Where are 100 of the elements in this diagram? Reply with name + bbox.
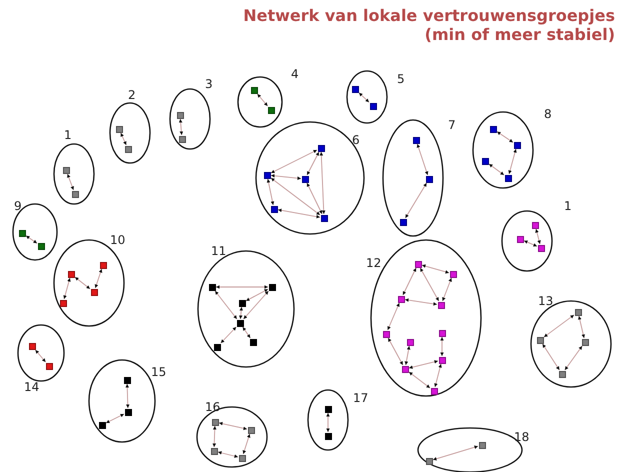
arrow (442, 278, 452, 302)
group-number: 8 (544, 107, 552, 121)
member-square (504, 174, 512, 182)
group-number: 4 (291, 67, 299, 81)
group-ellipse (197, 243, 295, 368)
group-number: 12 (366, 256, 382, 270)
arrow (178, 118, 184, 136)
member-square (324, 406, 332, 412)
arrow (270, 174, 302, 180)
member-square (46, 362, 52, 370)
member-square (478, 442, 486, 448)
member-square (426, 176, 432, 182)
arrow (508, 148, 517, 174)
arrow (564, 346, 583, 370)
arrow (326, 412, 330, 432)
group-number: 17 (353, 391, 368, 405)
member-square (250, 338, 256, 346)
arrow (524, 240, 538, 247)
arrow (26, 235, 38, 244)
arrow (256, 94, 268, 106)
member-square (68, 270, 74, 278)
group-number: 3 (205, 77, 213, 91)
member-square (426, 458, 432, 464)
member-square (320, 214, 328, 222)
group-number: 7 (448, 118, 456, 132)
arrow (106, 414, 124, 424)
member-square (212, 418, 218, 426)
arrow (220, 326, 237, 344)
member-square (574, 308, 582, 316)
member-square (124, 376, 130, 384)
arrow (214, 290, 238, 320)
group-ellipse (12, 198, 58, 261)
arrow (218, 422, 248, 430)
member-square (28, 342, 36, 350)
arrow (270, 150, 318, 174)
member-square (90, 288, 98, 296)
group-number: 2 (128, 88, 136, 102)
arrow (242, 434, 250, 454)
member-square (370, 102, 376, 110)
arrow (404, 182, 428, 218)
group-number: 11 (211, 244, 226, 258)
group-number: 15 (151, 365, 166, 379)
arrow (67, 174, 74, 190)
member-square (532, 222, 538, 228)
member-square (582, 338, 588, 346)
arrow (408, 360, 438, 369)
member-square (38, 242, 44, 250)
member-square (238, 300, 246, 306)
group-number: 18 (514, 430, 530, 444)
member-square (210, 448, 218, 454)
member-square (438, 356, 446, 364)
arrow (238, 306, 244, 320)
group-ellipse (109, 87, 151, 164)
arrow (434, 364, 442, 388)
member-square (238, 454, 246, 462)
group-number: 1 (564, 199, 572, 213)
member-square (438, 330, 446, 336)
member-square (318, 144, 324, 152)
member-square (324, 432, 332, 440)
arrow (243, 290, 269, 320)
group-number: 5 (397, 72, 405, 86)
member-square (268, 106, 274, 114)
arrow (440, 336, 444, 356)
arrow (422, 264, 450, 274)
member-square (236, 320, 244, 326)
arrow (420, 268, 440, 302)
arrow (63, 278, 71, 300)
arrow (496, 131, 514, 143)
arrow (266, 178, 274, 206)
group-number: 1 (64, 128, 72, 142)
member-square (430, 388, 438, 394)
member-square (558, 370, 566, 378)
arrow (320, 152, 326, 214)
member-square (536, 336, 544, 344)
chart-title: Netwerk van lokale vertrouwensgroepjes (min of meer stabiel) (242, 6, 615, 44)
group-number: 16 (205, 400, 220, 414)
member-square (352, 86, 358, 92)
member-square (482, 158, 488, 164)
member-square (100, 262, 106, 268)
member-square (250, 86, 258, 94)
member-square (402, 366, 408, 372)
member-square (398, 296, 404, 302)
member-square (98, 422, 106, 428)
member-square (60, 300, 66, 306)
member-square (178, 136, 186, 142)
group-ellipse (196, 399, 268, 468)
member-square (268, 284, 276, 290)
group-number: 13 (538, 294, 554, 308)
arrow (212, 426, 217, 448)
arrow (216, 285, 268, 289)
arrow (388, 338, 404, 366)
member-square (414, 260, 422, 268)
group-number: 9 (14, 199, 22, 213)
member-square (18, 230, 26, 236)
member-square (516, 236, 524, 242)
arrow (120, 132, 127, 146)
arrow (544, 314, 574, 338)
arrow (416, 144, 428, 176)
member-square (214, 344, 220, 350)
arrow (408, 372, 430, 388)
